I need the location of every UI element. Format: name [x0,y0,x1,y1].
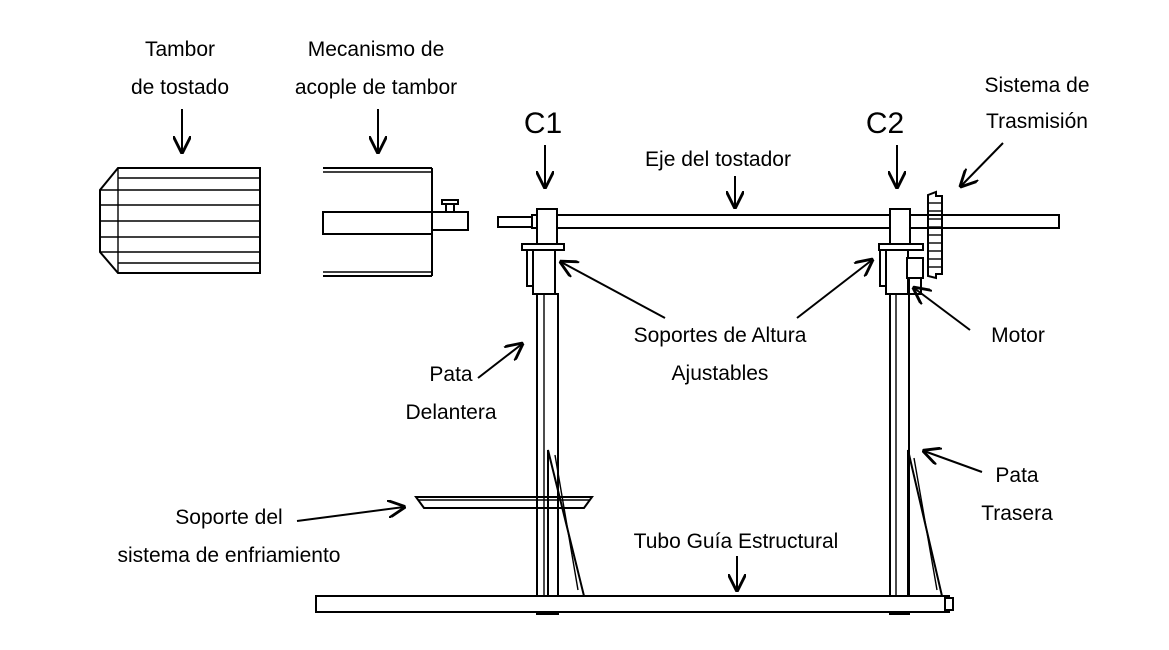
arrow-rear-leg [924,451,983,473]
label-coupling-line2: acople de tambor [295,76,457,99]
label-drum-line1: Tambor [145,38,215,61]
roasting-drum [99,167,261,274]
label-rear-leg-line1: Pata [995,464,1039,487]
diagram-labels: Tambor de tostado Mecanismo de acople de… [118,38,1090,567]
structural-guide-tube [315,595,954,613]
label-rear-leg-line2: Trasera [981,502,1053,525]
label-transmission-line1: Sistema de [984,74,1089,97]
cooling-system-support [414,496,594,509]
label-cooling-line2: sistema de enfriamiento [118,544,341,567]
label-drum-line2: de tostado [131,76,229,99]
label-supports-line1: Soportes de Altura [634,324,807,347]
roaster-shaft [497,214,1060,229]
label-arrows [182,109,1004,590]
arrow-front-leg [477,344,522,379]
rear-leg-assembly [878,208,944,615]
label-c2: C2 [866,107,904,140]
arrow-supports-front [561,262,666,319]
label-motor: Motor [991,324,1045,347]
arrow-motor [914,288,971,331]
arrow-transmission [961,142,1004,186]
label-cooling-line1: Soporte del [175,506,282,529]
label-c1: C1 [524,107,562,140]
label-front-leg-line1: Pata [429,363,473,386]
drum-coupling-mechanism [322,167,469,277]
label-supports-line2: Ajustables [672,362,769,385]
label-tube: Tubo Guía Estructural [634,530,839,553]
label-shaft: Eje del tostador [645,148,791,171]
arrow-cooling [296,507,404,522]
label-transmission-line2: Trasmisión [986,110,1088,133]
arrow-supports-rear [796,260,872,319]
front-leg-assembly [521,208,586,615]
label-front-leg-line2: Delantera [405,401,496,424]
label-coupling-line1: Mecanismo de [308,38,445,61]
